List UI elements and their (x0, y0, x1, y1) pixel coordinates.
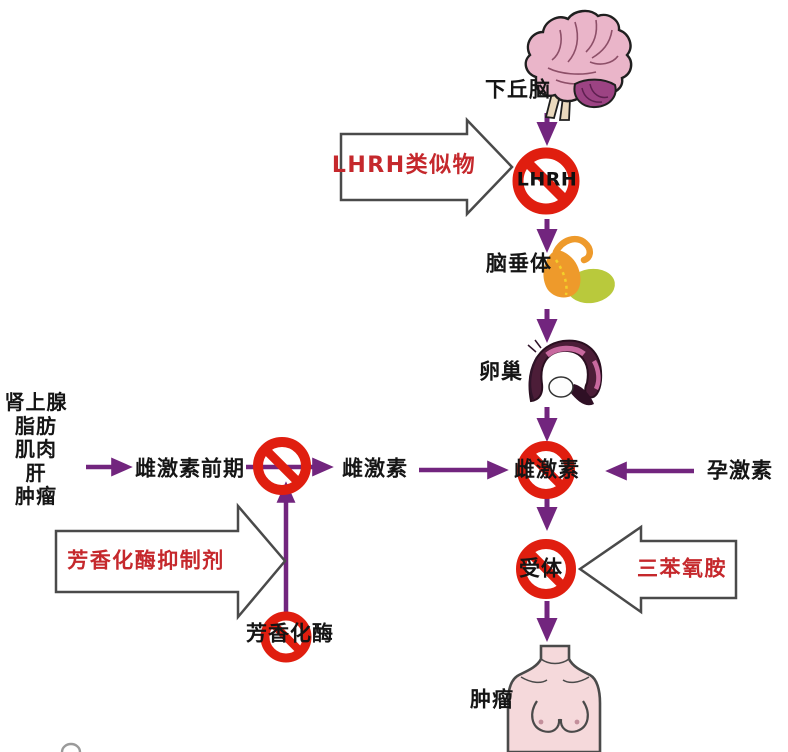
prohibition-icon-precursor (253, 437, 311, 495)
aromatase-inhibitor-block-arrow-icon (54, 502, 287, 621)
pituitary-icon (543, 235, 615, 304)
estrogen-source-list: 肾上腺 脂肪 肌肉 肝 肿瘤 (4, 390, 68, 509)
tamoxifen-label: 三苯氧胺 (637, 556, 727, 581)
brain-icon (524, 9, 633, 121)
tumor-label: 肿瘤 (470, 687, 514, 712)
lhrh-analog-block-arrow-icon (339, 116, 514, 218)
block-arrows (54, 116, 738, 621)
pituitary-label: 脑垂体 (486, 251, 552, 276)
source-muscle-label: 肌肉 (15, 437, 57, 461)
ovary-label: 卵巢 (479, 359, 523, 384)
source-adrenal-label: 肾上腺 (4, 390, 68, 414)
hypothalamus-label: 下丘脑 (485, 77, 551, 102)
estrogen-label: 雌激素 (342, 456, 408, 481)
prohibition-icon-lhrh (512, 147, 580, 215)
prohibition-icon-aromatase (260, 611, 312, 663)
estrogen-precursor-label: 雌激素前期 (135, 456, 245, 481)
source-tumor-label: 肿瘤 (15, 484, 57, 508)
prohibition-signs (253, 147, 580, 663)
edge-artifact-arc (60, 742, 82, 752)
progestogen-label: 孕激素 (707, 458, 773, 483)
aromatase-label: 芳香化酶 (246, 621, 334, 646)
prohibition-icon-estrogen-central (517, 441, 575, 499)
estrogen-central-label: 雌激素 (514, 457, 580, 482)
tamoxifen-block-arrow-icon (577, 524, 738, 615)
receptor-label: 受体 (519, 556, 563, 581)
torso-icon (506, 644, 602, 752)
lhrh-label: LHRH (516, 168, 578, 191)
lhrh-analog-label: LHRH类似物 (331, 153, 477, 178)
flow-arrows (86, 113, 694, 642)
source-fat-label: 脂肪 (15, 413, 57, 438)
source-liver-label: 肝 (25, 460, 47, 485)
ovary-icon (527, 339, 603, 406)
prohibition-icon-receptor (516, 539, 576, 599)
aromatase-inhibitor-label: 芳香化酶抑制剂 (67, 548, 225, 573)
